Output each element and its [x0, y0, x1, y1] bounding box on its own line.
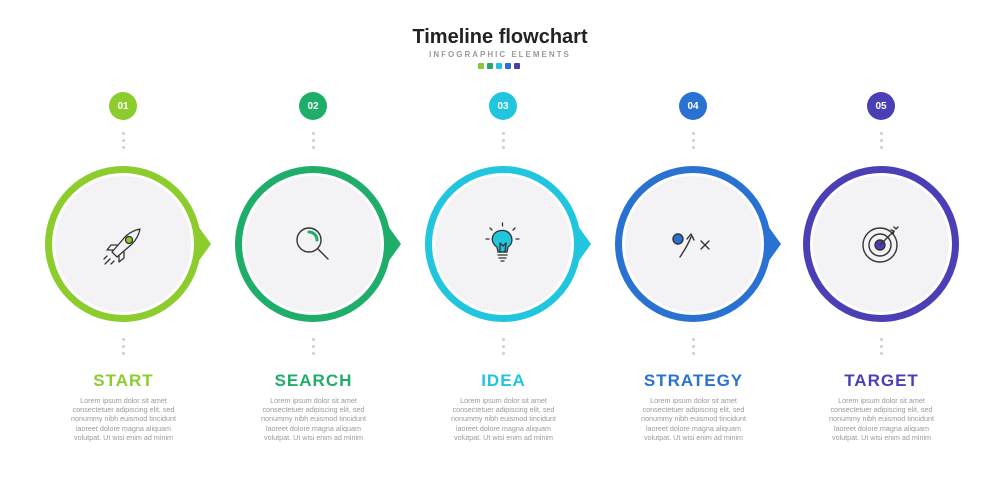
timeline-step: 04 STRATEGY Lorem ipsum dolor sit amet c…	[600, 0, 790, 480]
color-dot	[514, 63, 520, 69]
step-circle	[613, 164, 781, 324]
step-number-badge: 05	[867, 92, 895, 120]
step-description: Lorem ipsum dolor sit amet consectetuer …	[450, 396, 557, 442]
step-number-badge: 01	[109, 92, 137, 120]
step-label: TARGET	[844, 371, 919, 390]
page-title: Timeline flowchart	[412, 26, 588, 48]
timeline-step: 02 SEARCH Lorem ipsum dolor sit amet con…	[220, 0, 410, 480]
connector-dots	[692, 132, 695, 153]
color-dot	[478, 63, 484, 69]
connector-dots	[880, 338, 883, 359]
step-label: STRATEGY	[643, 371, 744, 390]
connector-dots	[502, 132, 505, 153]
connector-dots	[880, 132, 883, 153]
step-description: Lorem ipsum dolor sit amet consectetuer …	[640, 396, 747, 442]
step-description: Lorem ipsum dolor sit amet consectetuer …	[260, 396, 367, 442]
step-circle	[43, 164, 211, 324]
connector-dots	[312, 338, 315, 359]
connector-dots	[312, 132, 315, 153]
timeline-step: 05 TARGET Lorem ipsum dolor sit amet con…	[788, 0, 978, 480]
color-dot	[505, 63, 511, 69]
color-dot	[496, 63, 502, 69]
target-icon	[856, 219, 906, 269]
color-dot	[487, 63, 493, 69]
connector-dots	[502, 338, 505, 359]
step-number-badge: 04	[679, 92, 707, 120]
timeline-step: 03 IDEA Lorem ipsum dolor sit amet conse…	[410, 0, 600, 480]
step-description: Lorem ipsum dolor sit amet consectetuer …	[70, 396, 177, 442]
connector-dots	[692, 338, 695, 359]
color-dots	[478, 63, 520, 69]
step-label: SEARCH	[274, 371, 353, 390]
timeline-step: 01 START Lorem ipsum dolor sit amet cons…	[30, 0, 220, 480]
step-number-badge: 03	[489, 92, 517, 120]
lightbulb-icon	[478, 219, 528, 269]
connector-dots	[122, 132, 125, 153]
step-description: Lorem ipsum dolor sit amet consectetuer …	[828, 396, 935, 442]
step-number-badge: 02	[299, 92, 327, 120]
step-circle	[233, 164, 401, 324]
step-label: IDEA	[481, 371, 526, 390]
connector-dots	[122, 338, 125, 359]
rocket-icon	[98, 219, 148, 269]
step-label: START	[93, 371, 154, 390]
magnifier-icon	[288, 219, 338, 269]
page-subtitle: INFOGRAPHIC ELEMENTS	[429, 50, 571, 59]
strategy-play-icon	[668, 219, 718, 269]
